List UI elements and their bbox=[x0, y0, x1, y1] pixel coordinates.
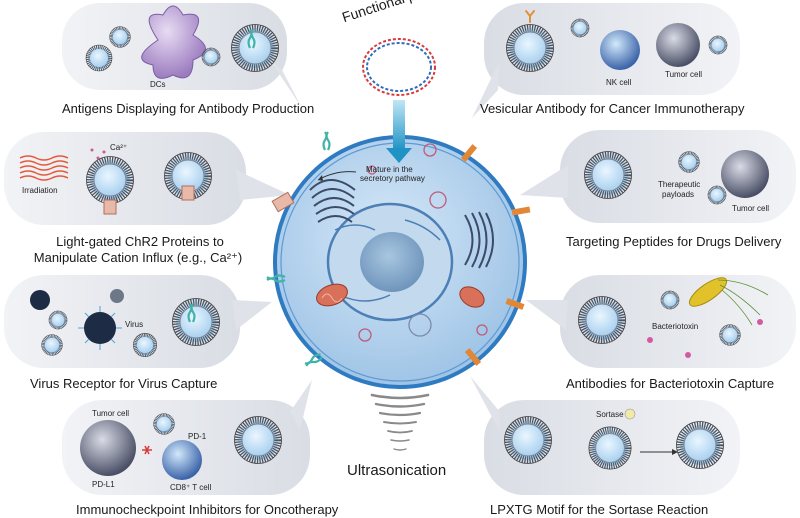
label-tumor-cell-vesicular: Tumor cell bbox=[665, 70, 703, 79]
label-pd1: PD-1 bbox=[188, 432, 207, 441]
label-virus: Virus bbox=[125, 320, 144, 329]
antigens-graphics bbox=[84, 5, 279, 79]
mitochondrion-left bbox=[316, 283, 348, 307]
chr2-graphics bbox=[19, 148, 212, 215]
caption-chr2-line2: Manipulate Cation Influx (e.g., Ca²⁺) bbox=[33, 250, 243, 265]
ultrasonication-label: Ultrasonication bbox=[347, 462, 447, 479]
panel-chr2 bbox=[4, 132, 290, 225]
targeting-peptides-graphics bbox=[585, 150, 769, 206]
panel-virus bbox=[4, 275, 272, 368]
golgi-left bbox=[309, 179, 356, 223]
caption-targeting-peptides: Targeting Peptides for Drugs Delivery bbox=[566, 234, 782, 249]
caption-bacteriotoxin: Antibodies for Bacteriotoxin Capture bbox=[566, 376, 775, 391]
caption-lpxtg: LPXTG Motif for the Sortase Reaction bbox=[490, 502, 709, 517]
plasmid-arrow bbox=[386, 100, 412, 163]
nucleus bbox=[326, 202, 454, 322]
label-ca: Ca²⁺ bbox=[110, 143, 128, 152]
label-dcs: DCs bbox=[150, 80, 166, 89]
label-tumor-cell-targeting: Tumor cell bbox=[732, 204, 770, 213]
label-therapeutic: Therapeutic bbox=[658, 180, 701, 189]
checkpoint-graphics bbox=[80, 412, 282, 480]
vesicular-antibody-graphics bbox=[507, 10, 729, 72]
golgi-right bbox=[464, 211, 494, 269]
label-tumor-cell-checkpoint: Tumor cell bbox=[92, 409, 130, 418]
caption-antigens: Antigens Displaying for Antibody Product… bbox=[62, 101, 315, 116]
caption-chr2-line1: Light-gated ChR2 Proteins to bbox=[56, 234, 224, 249]
label-irradiation: Irradiation bbox=[22, 186, 58, 195]
ultrasonication-waves bbox=[370, 393, 430, 451]
caption-vesicular-antibody: Vesicular Antibody for Cancer Immunother… bbox=[480, 101, 745, 116]
lpxtg-graphics bbox=[505, 408, 724, 469]
label-pdl1: PD-L1 bbox=[92, 480, 115, 489]
caption-virus: Virus Receptor for Virus Capture bbox=[30, 376, 218, 391]
label-cd8: CD8⁺ T cell bbox=[170, 483, 212, 492]
label-nk-cell: NK cell bbox=[606, 78, 632, 87]
label-bacteriotoxin: Bacteriotoxin bbox=[652, 322, 699, 331]
virus-graphics bbox=[30, 289, 220, 359]
plasmid-icon bbox=[362, 38, 436, 96]
label-sortase: Sortase bbox=[596, 410, 624, 419]
mature-label-line1: Mature in the bbox=[366, 165, 413, 174]
panel-bacteriotoxin bbox=[526, 275, 796, 368]
mature-label-line2: secretory pathway bbox=[360, 174, 425, 183]
membrane-proteins bbox=[265, 130, 531, 369]
label-payloads: payloads bbox=[662, 190, 695, 199]
bacteriotoxin-graphics bbox=[579, 277, 769, 358]
intracellular-vesicles bbox=[358, 143, 488, 342]
mitochondrion-right bbox=[459, 286, 485, 308]
caption-checkpoint: Immunocheckpoint Inhibitors for Oncother… bbox=[76, 502, 339, 517]
